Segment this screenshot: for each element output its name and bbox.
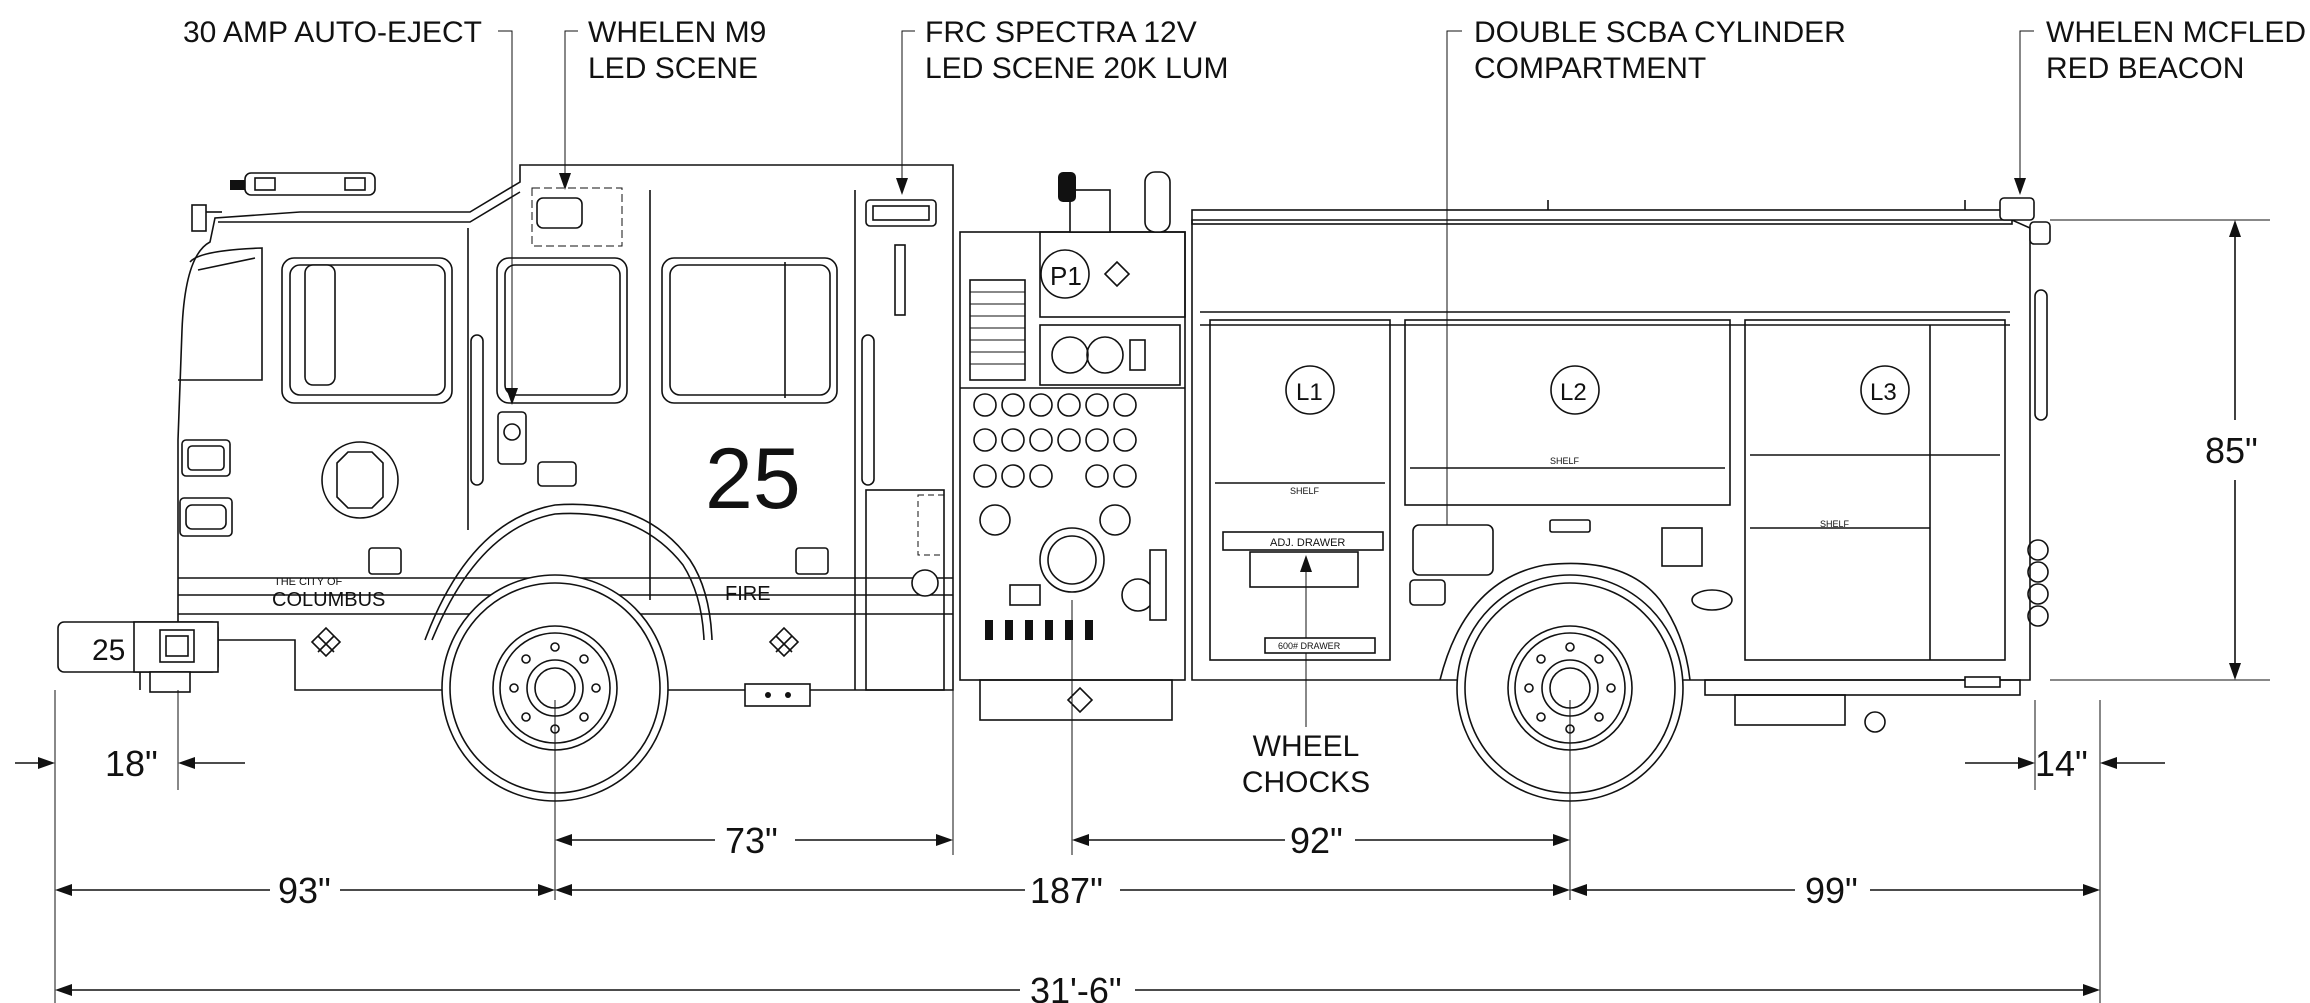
dim-body-height: 85" (2205, 430, 2258, 471)
callout-chocks-line2: CHOCKS (1242, 766, 1370, 799)
l3-shelf-label: SHELF (1820, 519, 1850, 529)
l2-shelf-label: SHELF (1550, 456, 1580, 466)
callout-frc-line2: LED SCENE 20K LUM (925, 52, 1228, 85)
unit-number: 25 (705, 431, 801, 527)
callout-scba-line1: DOUBLE SCBA CYLINDER (1474, 16, 1846, 49)
dimension-lines: 18" 14" 73" 92" 93" 187" 99" (15, 219, 2270, 1003)
callout-mcfled-line1: WHELEN MCFLED (2046, 16, 2306, 49)
callout-auto-eject-text: 30 AMP AUTO-EJECT (183, 16, 482, 49)
callout-whelen-m9-line2: LED SCENE (588, 52, 758, 85)
dim-front-overhang: 18" (105, 743, 158, 784)
compartment-l1-label: L1 (1296, 379, 1323, 406)
compartment-l2-label: L2 (1560, 379, 1587, 406)
rear-wheel (1439, 562, 1691, 802)
drawer-600-label: 600# DRAWER (1278, 641, 1341, 651)
callout-whelen-m9-line1: WHELEN M9 (588, 16, 766, 49)
callout-scba-line2: COMPARTMENT (1474, 52, 1706, 85)
dim-rear-axle-to-end: 99" (1805, 870, 1858, 911)
callout-scba: DOUBLE SCBA CYLINDER COMPARTMENT (1441, 16, 1846, 545)
city-name-label: COLUMBUS (272, 589, 385, 611)
callout-frc-line1: FRC SPECTRA 12V (925, 16, 1197, 49)
dim-overall-length: 31'-6" (1030, 970, 1122, 1003)
callout-mcfled-line2: RED BEACON (2046, 52, 2244, 85)
callout-wheel-chocks: WHEEL CHOCKS (1242, 555, 1370, 799)
cab: THE CITY OF COLUMBUS FIRE 25 (177, 164, 954, 707)
body: L1 SHELF ADJ. DRAWER 600# DRAWER L2 SHEL… (1191, 197, 2051, 733)
adj-drawer-label: ADJ. DRAWER (1270, 537, 1345, 549)
callout-chocks-line1: WHEEL (1253, 730, 1360, 763)
callout-frc-spectra: FRC SPECTRA 12V LED SCENE 20K LUM (896, 16, 1228, 195)
callout-auto-eject: 30 AMP AUTO-EJECT (183, 16, 518, 405)
dim-wheelbase: 187" (1030, 870, 1103, 911)
pump-panel-label: P1 (1050, 261, 1082, 291)
dim-front-to-front-axle: 93" (278, 870, 331, 911)
dim-pump-to-rear-axle: 92" (1290, 820, 1343, 861)
front-bumper: 25 (57, 621, 219, 693)
callout-whelen-m9: WHELEN M9 LED SCENE (559, 16, 766, 190)
city-small-label: THE CITY OF (274, 576, 343, 588)
fire-label: FIRE (725, 583, 771, 605)
dim-cab-to-pump: 73" (725, 820, 778, 861)
front-wheel (424, 503, 713, 802)
compartment-l3-label: L3 (1870, 379, 1897, 406)
l1-shelf-label: SHELF (1290, 486, 1320, 496)
callout-mcfled: WHELEN MCFLED RED BEACON (2014, 16, 2306, 195)
dim-rear-overhang: 14" (2035, 743, 2088, 784)
bumper-number: 25 (92, 634, 125, 667)
